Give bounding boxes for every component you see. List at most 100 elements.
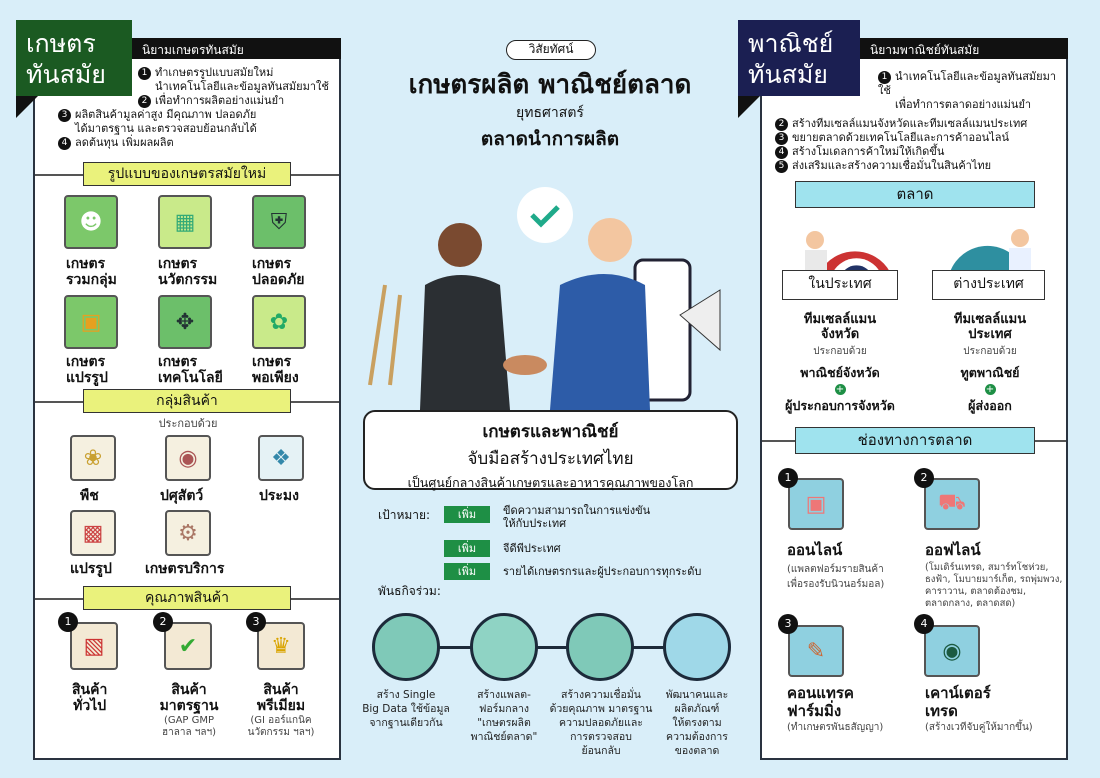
plus-icon: + xyxy=(834,384,846,395)
cap-line: Big Data ใช้ข้อมูล xyxy=(362,703,450,715)
sprout-icon: ✿ xyxy=(252,295,306,349)
cap-line: พาณิชย์ตลาด" xyxy=(470,731,538,743)
group-label: พืช xyxy=(80,488,99,504)
model-l2: นวัตกรรม xyxy=(158,272,218,288)
channel-contract: คอนแทรค ฟาร์มมิ่ง (ทำเกษตรพันธสัญญา) xyxy=(787,684,883,735)
num-badge: 1 xyxy=(138,66,151,80)
def-text: เพื่อทำการตลาดอย่างแม่นยำ xyxy=(895,98,1032,111)
contract-icon: ✎ xyxy=(788,625,844,677)
def-text: ส่งเสริมและสร้างความเชื่อมั่นในสินค้าไทย xyxy=(792,159,992,172)
channel-num: 3 xyxy=(778,614,798,634)
num-badge: 3 xyxy=(775,131,788,145)
cap-line: ให้ตรงตาม xyxy=(672,717,722,729)
mission-label: พันธกิจร่วม: xyxy=(378,584,441,598)
quality-label: สินค้าทั่วไป xyxy=(72,682,107,714)
mission-platform-icon xyxy=(470,613,538,681)
team: ประเทศ xyxy=(968,327,1012,342)
cap-line: ความต้องการ xyxy=(666,731,728,743)
goal-tag: เพิ่ม xyxy=(444,563,490,580)
q-l1: สินค้า xyxy=(171,682,207,698)
group-label: ปศุสัตว์ xyxy=(160,488,204,504)
mission-caption: สร้างแพลต-ฟอร์มกลาง"เกษตรผลิตพาณิชย์ตลาด… xyxy=(454,688,554,744)
channel-num: 2 xyxy=(914,468,934,488)
def-text: ผลิตสินค้ามูลค่าสูง มีคุณภาพ ปลอดภัย xyxy=(75,108,257,121)
cap-line: ย้อนกลับ xyxy=(581,745,621,757)
domestic-details: ทีมเซลล์แมน จังหวัด ประกอบด้วย พาณิชย์จั… xyxy=(770,312,910,416)
def-text: ขยายตลาดด้วยเทคโนโลยีและการค้าออนไลน์ xyxy=(792,131,1009,144)
farmer-icon: ☻ xyxy=(64,195,118,249)
channel-online: ออนไลน์ (แพลตฟอร์มรายสินค้า เพื่อรองรับน… xyxy=(787,538,884,592)
quality-header: คุณภาพสินค้า xyxy=(83,586,291,610)
channel-sub: (โมเดิร์นเทรด, สมาร์ทโชห่วย, xyxy=(925,562,1049,573)
member: ผู้ส่งออก xyxy=(968,398,1012,413)
channel-sub: (ทำเกษตรพันธสัญญา) xyxy=(787,722,884,733)
model-l2: ปลอดภัย xyxy=(252,272,305,288)
checklist-icon: ✔ xyxy=(164,622,212,670)
model-label: เกษตรพอเพียง xyxy=(252,354,299,386)
check-bubble xyxy=(517,187,573,243)
cap-line: สร้างความเชื่อมั่น xyxy=(561,689,641,701)
vision-title: เกษตรผลิต พาณิชย์ตลาด xyxy=(408,70,692,100)
channel-sub: (สร้างเวทีจับคู่ให้มากขึ้น) xyxy=(925,722,1033,733)
slogan-line3: เป็นศูนย์กลางสินค้าเกษตรและอาหารคุณภาพขอ… xyxy=(407,475,694,490)
channel-sub: เพื่อรองรับนิวนอร์มอล) xyxy=(787,579,885,590)
goal-l2: ให้กับประเทศ xyxy=(503,517,567,530)
vision-label: วิสัยทัศน์ xyxy=(506,40,596,60)
businessman-body xyxy=(550,274,650,410)
quality-sub: (GI ออร์แกนิคนวัตกรรม ฯลฯ) xyxy=(238,715,324,739)
comprised-of: ประกอบด้วย xyxy=(963,346,1017,357)
service-icon: ⚙ xyxy=(165,510,211,556)
team: ทีมเซลล์แมน xyxy=(953,312,1027,327)
mission-caption: พัฒนาคนและผลิตภัณฑ์ให้ตรงตามความต้องการข… xyxy=(647,688,747,758)
foreign-label: ต่างประเทศ xyxy=(932,270,1045,300)
mission-bigdata-icon xyxy=(372,613,440,681)
member: พาณิชย์จังหวัด xyxy=(800,365,880,380)
groups-header: กลุ่มสินค้า xyxy=(83,389,291,413)
model-l2: แปรรูป xyxy=(66,370,108,386)
q-l2: พรีเมียม xyxy=(256,698,306,714)
foreign-details: ทีมเซลล์แมน ประเทศ ประกอบด้วย ทูตพาณิชย์… xyxy=(920,312,1060,416)
model-l1: เกษตร xyxy=(252,354,292,370)
handshake xyxy=(503,355,547,375)
groups-sub: ประกอบด้วย xyxy=(158,417,218,430)
q-sub: นวัตกรรม ฯลฯ) xyxy=(247,727,315,738)
model-label: เกษตรเทคโนโลยี xyxy=(158,354,223,386)
group-label: ประมง xyxy=(259,488,299,504)
chip-icon: ▦ xyxy=(158,195,212,249)
left-title: เกษตร ทันสมัย xyxy=(16,20,132,118)
channel-num: 1 xyxy=(778,468,798,488)
num-badge: 2 xyxy=(138,94,151,108)
mission-trust-icon xyxy=(566,613,634,681)
cap-line: พัฒนาคนและ xyxy=(665,689,729,701)
model-label: เกษตรปลอดภัย xyxy=(252,256,304,288)
left-title-line2: ทันสมัย xyxy=(26,60,106,89)
quality-num: 1 xyxy=(58,612,78,632)
cap-line: สร้างแพลต- xyxy=(477,689,531,701)
domestic-label: ในประเทศ xyxy=(782,270,898,300)
slogan-line1: เกษตรและพาณิชย์ xyxy=(482,422,619,442)
left-definition-header: นิยามเกษตรทันสมัย xyxy=(132,38,341,59)
model-l1: เกษตร xyxy=(66,256,106,272)
group-label: แปรรูป xyxy=(70,561,112,577)
cap-line: จากฐานเดียวกัน xyxy=(369,717,443,729)
model-label: เกษตรรวมกลุ่ม xyxy=(66,256,117,288)
factory-icon: ▩ xyxy=(70,510,116,556)
cap-line: สร้าง Single xyxy=(376,689,436,701)
quality-label: สินค้าพรีเมียม xyxy=(245,682,317,714)
drone-icon: ✥ xyxy=(158,295,212,349)
left-title-line1: เกษตร xyxy=(26,29,96,58)
domestic-illustration xyxy=(805,231,890,272)
channel-sub: ธงฟ้า, โมบายมาร์เก็ต, รถพุ่มพวง, xyxy=(925,574,1063,585)
q-l2: ทั่วไป xyxy=(73,698,107,714)
goal-text: ขีดความสามารถในการแข่งขันให้กับประเทศ xyxy=(503,504,650,530)
quality-num: 3 xyxy=(246,612,266,632)
channels-header: ช่องทางการตลาด xyxy=(795,427,1035,454)
q-l1: สินค้า xyxy=(72,682,108,698)
q-l2: มาตรฐาน xyxy=(159,698,219,714)
